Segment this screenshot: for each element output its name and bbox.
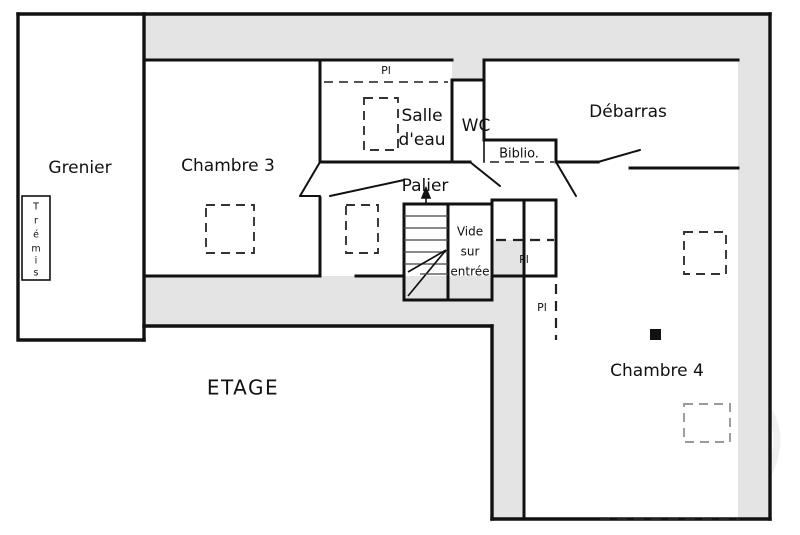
room-label-chambre3: Chambre 3 [181,156,275,176]
door-swings [299,149,641,197]
room-label-debarras: Débarras [589,102,667,122]
room-label-salle-eau-line2: d'eau [398,130,445,150]
room-label-chambre4: Chambre 4 [610,361,704,381]
tremis-letter-4: i [35,256,38,267]
outer-walls [16,12,772,521]
room-label-palier: Palier [402,176,449,196]
door-biblio [555,161,577,197]
fixture-hall [345,204,379,254]
closet-and-fixture-outlines [205,80,740,521]
room-label-salle-eau-line1: Salle [401,106,442,126]
door-wc [469,161,501,187]
label-closet-mid: Pl [519,253,529,266]
tremis-letter-3: m [31,244,40,255]
tremis-letter-0: T [32,202,39,213]
stair-direction-arrow [420,185,432,204]
tremis-letter-1: r [34,216,38,227]
label-vide-line1: Vide [457,225,483,239]
label-vide-line3: entrée [450,265,489,279]
fixture-chambre3 [205,204,255,254]
floor-label: ETAGE [207,376,279,400]
room-label-wc: WC [462,116,491,136]
fixture-chambre4-top [683,231,727,275]
fixture-salle-eau [363,97,399,151]
label-closet-low: Pl [537,301,547,314]
label-vide-line2: sur [461,245,480,259]
door-chambre3 [299,161,321,197]
fixture-chambre4-bottom [683,403,731,443]
point-marker-chambre4 [650,329,661,340]
corridor-fill [144,14,770,519]
tremis-letter-5: s [34,268,39,279]
label-closet-top: Pl [381,64,391,77]
staircase [402,185,450,302]
tremis-box [21,195,51,281]
door-salle-eau [329,179,405,197]
room-label-biblio: Biblio. [499,147,539,162]
room-label-grenier: Grenier [48,158,111,178]
tremis-letter-2: é [33,230,39,241]
label-tremis: T r é m i s [31,202,40,279]
door-debarras [597,149,641,163]
